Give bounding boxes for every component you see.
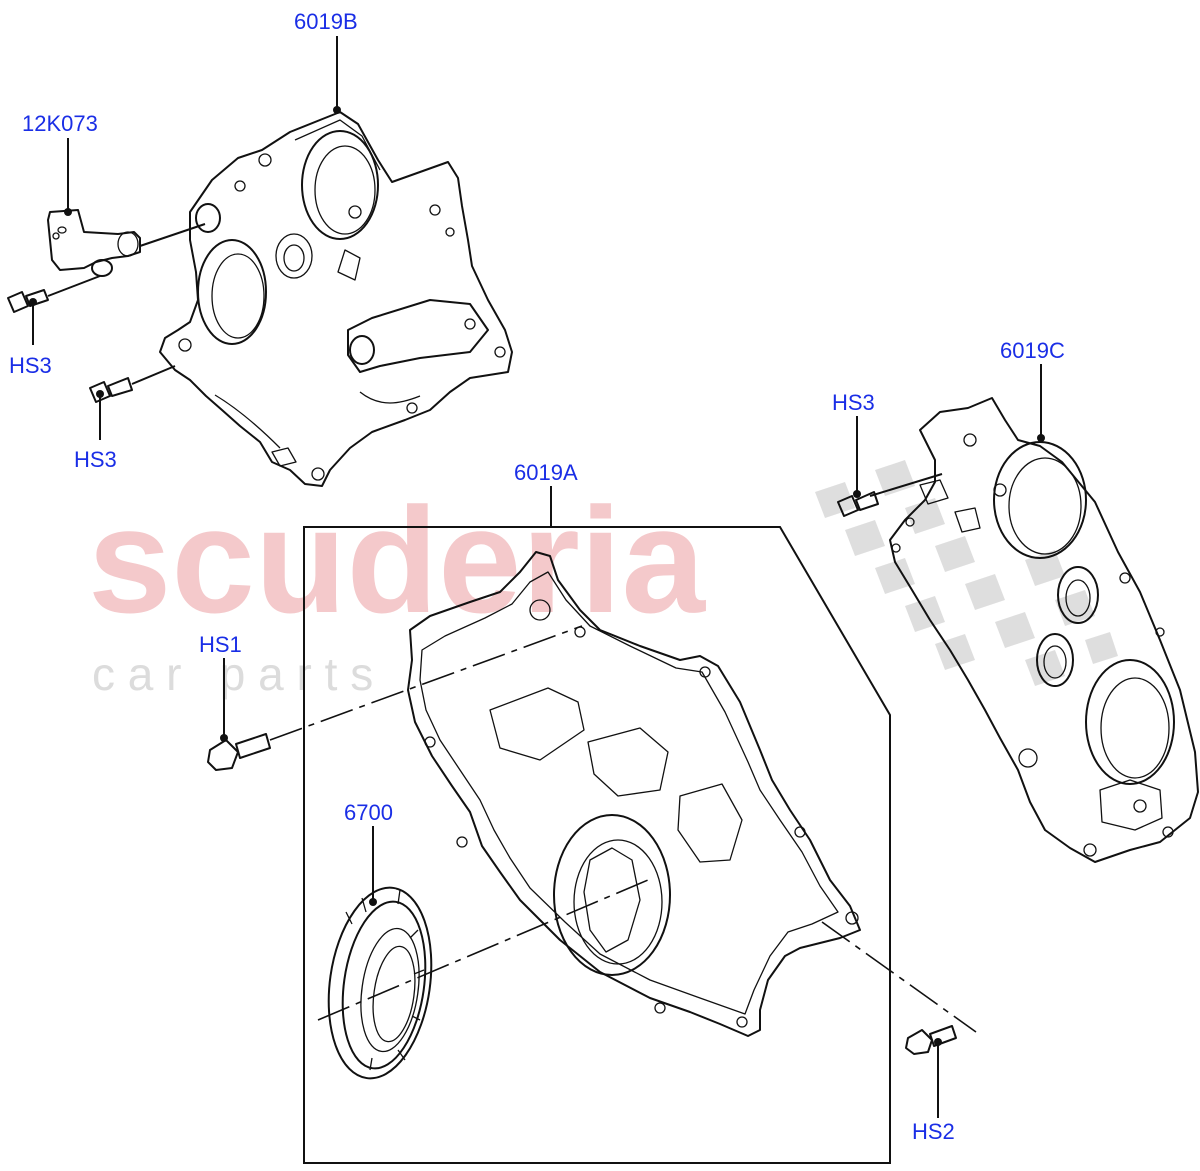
axis-line-hs2 xyxy=(821,921,977,1033)
label-hs3-sensor: HS3 xyxy=(9,353,52,378)
watermark: scuderia c a r p a r t s xyxy=(88,460,1118,700)
part-6019C-cover xyxy=(869,397,1199,863)
checkered-flag-icon xyxy=(815,460,1118,686)
watermark-tagline: c a r p a r t s xyxy=(92,648,373,700)
part-6019A-plate xyxy=(407,551,861,1037)
label-6019B: 6019B xyxy=(294,9,358,34)
bolt-hs3-right xyxy=(837,491,879,517)
watermark-brand: scuderia xyxy=(88,476,707,644)
label-hs3-right: HS3 xyxy=(832,390,875,415)
callout-labels: 6019B 12K073 HS3 HS3 6019C HS3 6019A HS1… xyxy=(9,9,1065,1144)
label-hs3-cover: HS3 xyxy=(74,447,117,472)
label-hs2: HS2 xyxy=(912,1119,955,1144)
label-hs1: HS1 xyxy=(199,632,242,657)
bolt-hs1 xyxy=(207,733,271,771)
part-6019B-cover xyxy=(159,111,513,487)
bolt-hs2 xyxy=(905,1025,957,1055)
group-bracket xyxy=(303,526,891,1164)
axis-line-hs1 xyxy=(269,625,583,741)
axis-line-seal xyxy=(317,879,649,1021)
leaders xyxy=(29,36,1045,1118)
bolt-hs3-sensor xyxy=(7,275,101,313)
label-6019A: 6019A xyxy=(514,460,578,485)
part-6700-seal xyxy=(327,886,433,1080)
part-12K073-sensor xyxy=(47,209,206,277)
bolt-hs3-cover xyxy=(89,365,176,403)
label-6019C: 6019C xyxy=(1000,338,1065,363)
label-12K073: 12K073 xyxy=(22,111,98,136)
label-6700: 6700 xyxy=(344,800,393,825)
